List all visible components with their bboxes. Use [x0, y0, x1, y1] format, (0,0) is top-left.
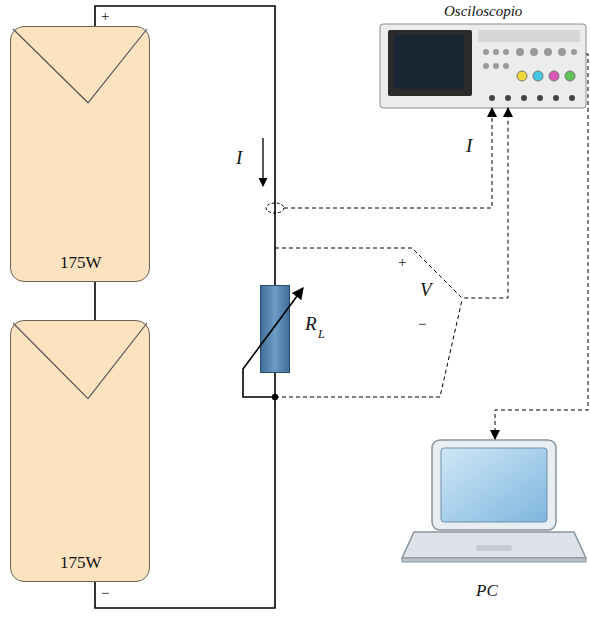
current-name: I [236, 148, 242, 169]
terminal-sign: − [101, 585, 109, 602]
solar-panel: 175W [10, 320, 150, 582]
variable-arrow [231, 276, 311, 416]
voltage-sign: − [418, 316, 426, 333]
oscilloscope: Osciloscopio [380, 24, 586, 108]
measurement-lead [495, 54, 588, 439]
laptop-pc: PC [400, 440, 586, 562]
panel-lines [10, 26, 150, 282]
device-title: Osciloscopio [444, 3, 522, 20]
current-arrow [262, 138, 263, 186]
resistor-name: R [305, 314, 317, 335]
laptop-image [402, 440, 586, 562]
measurement-lead [284, 108, 492, 208]
oscilloscope-image [380, 24, 586, 108]
signal-name: I [466, 136, 472, 157]
terminal-sign: + [101, 8, 109, 25]
solar-panel: 175W [10, 26, 150, 282]
variable-resistor: RL [260, 285, 290, 373]
panel-rating: 175W [60, 254, 102, 273]
signal-name: V [420, 280, 432, 301]
panel-lines [10, 320, 150, 582]
measurement-lead [275, 108, 508, 397]
panel-rating: 175W [60, 554, 102, 573]
device-title: PC [476, 582, 498, 601]
voltage-sign: + [398, 254, 406, 271]
wire [94, 282, 96, 320]
resistor-subscript: L [318, 328, 325, 341]
